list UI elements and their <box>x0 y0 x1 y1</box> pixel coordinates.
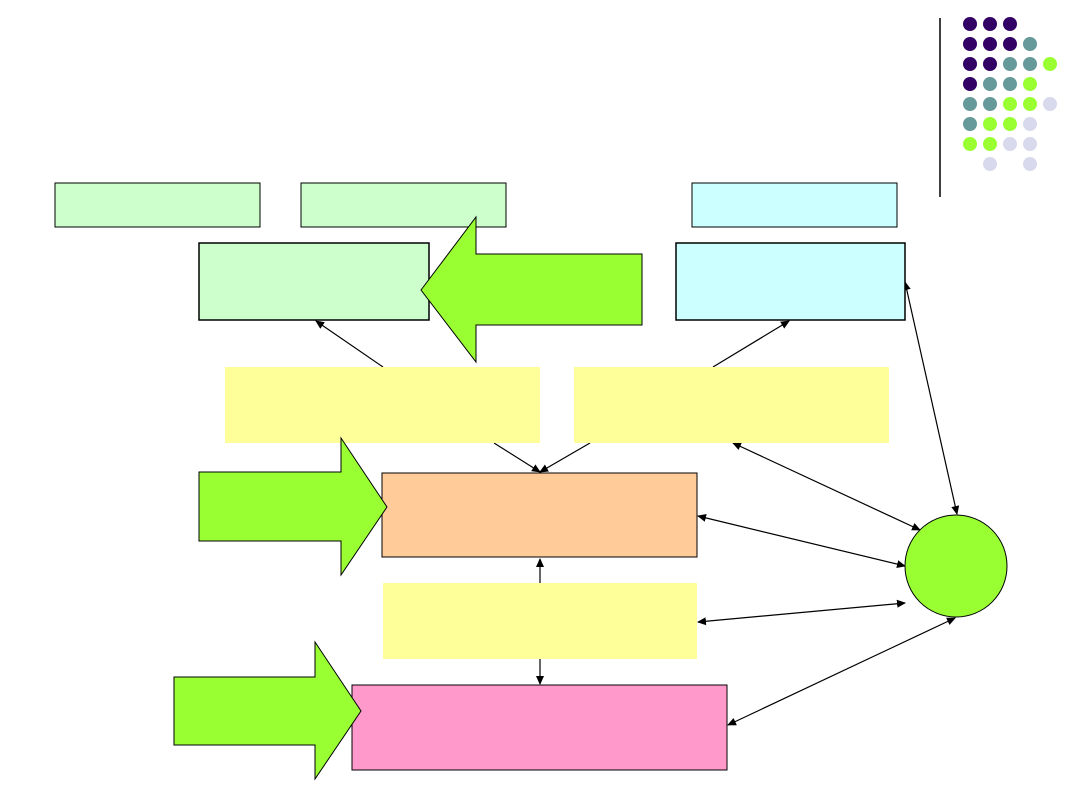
orange-box <box>381 472 698 558</box>
decor-dot <box>1003 57 1017 71</box>
decor-dot <box>983 37 997 51</box>
green-circle <box>904 514 1008 618</box>
connector-line <box>697 513 906 569</box>
decor-dot <box>1003 17 1017 31</box>
decor-dot <box>1023 37 1037 51</box>
decor-dot <box>1023 97 1037 111</box>
decor-dot <box>963 137 977 151</box>
decor-dot <box>963 117 977 131</box>
decor-dot <box>983 117 997 131</box>
decor-dot <box>983 137 997 151</box>
connector-line <box>493 442 541 473</box>
decor-dot-grid <box>963 17 1057 171</box>
connector-line <box>315 320 384 368</box>
yellow-box-right <box>574 367 889 443</box>
connector-line <box>727 617 956 726</box>
top-box-1 <box>54 182 261 228</box>
left-arrow <box>420 215 643 364</box>
pink-box <box>351 684 728 771</box>
decor-dot <box>963 77 977 91</box>
green-box <box>198 242 430 321</box>
connector-line <box>697 599 906 626</box>
decor-dot <box>1043 97 1057 111</box>
top-box-3 <box>691 182 898 228</box>
cyan-box <box>675 242 906 321</box>
decor-dot <box>1023 157 1037 171</box>
decor-dot <box>983 97 997 111</box>
decor-dot <box>1003 77 1017 91</box>
decor-dot <box>983 157 997 171</box>
decor-dot <box>963 57 977 71</box>
connector-line <box>539 442 591 473</box>
decor-dot <box>963 97 977 111</box>
decor-dot <box>1043 57 1057 71</box>
connector-line <box>902 281 960 515</box>
decor-dot <box>983 57 997 71</box>
decor-dot <box>1023 77 1037 91</box>
decor-dot <box>983 77 997 91</box>
decor-dot <box>963 37 977 51</box>
yellow-box-left <box>225 367 540 443</box>
decor-dot <box>983 17 997 31</box>
decor-dot <box>1003 97 1017 111</box>
decor-dot <box>1003 137 1017 151</box>
decor-dot <box>1023 137 1037 151</box>
right-arrow-lower <box>173 640 362 781</box>
connector-line <box>732 442 921 531</box>
right-arrow-upper <box>198 436 388 577</box>
connector-line <box>712 320 790 368</box>
decor-dot <box>1003 37 1017 51</box>
decor-dot <box>1003 117 1017 131</box>
top-box-2 <box>300 182 507 228</box>
decor-dot <box>1023 57 1037 71</box>
yellow-box-bottom <box>383 583 697 659</box>
decor-dot <box>963 17 977 31</box>
decor-dot <box>1023 117 1037 131</box>
